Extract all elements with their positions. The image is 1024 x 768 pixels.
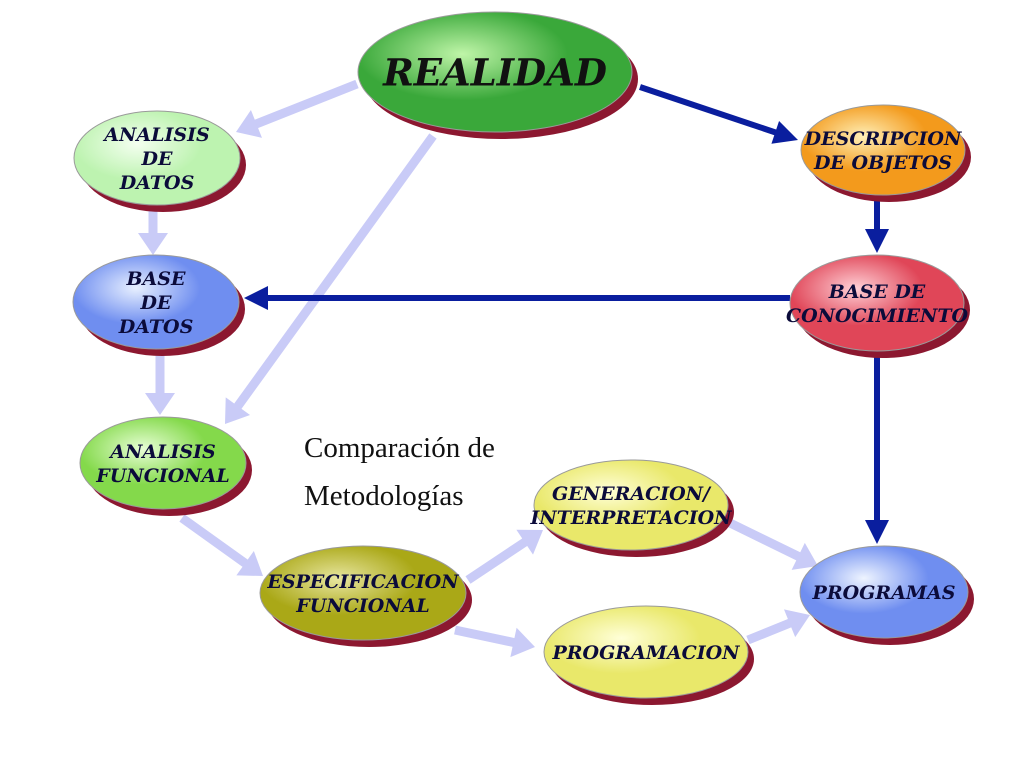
arrow-shaft [233, 133, 437, 411]
caption-line-2: Metodologías [304, 480, 464, 512]
node-ellipse [789, 254, 965, 352]
arrow-head [236, 109, 262, 138]
diagram-caption: Comparación de Metodologías [304, 424, 495, 520]
arrow-head [145, 393, 175, 415]
node-label: DE [141, 148, 173, 170]
arrow-generacion-interpretacion-to-programas [726, 517, 818, 570]
arrow-shaft [454, 625, 517, 648]
node-label: ANALISIS [102, 124, 209, 146]
arrow-analisis-funcional-to-especificacion-funcional [179, 514, 263, 576]
arrow-head [791, 542, 818, 570]
node-ellipse [800, 104, 966, 196]
arrow-shaft [726, 517, 803, 562]
arrow-head [516, 529, 543, 555]
node-label: REALIDAD [382, 50, 607, 94]
arrow-shaft [179, 514, 250, 569]
arrow-base-conocimiento-to-base-datos [244, 286, 790, 310]
node-label: FUNCIONAL [95, 465, 229, 487]
arrow-especificacion-funcional-to-generacion-interpretacion [465, 529, 543, 584]
arrow-head [783, 609, 810, 638]
node-ellipse [259, 545, 467, 641]
node-label: ANALISIS [108, 441, 215, 463]
arrow-shaft [746, 618, 794, 645]
node-generacion-interpretacion: GENERACION/INTERPRETACION [530, 459, 734, 557]
node-label: ESPECIFICACION [266, 571, 459, 593]
arrow-head [138, 233, 168, 255]
node-label: CONOCIMIENTO [786, 305, 969, 327]
node-ellipse [799, 545, 969, 639]
arrow-shaft [465, 537, 529, 584]
arrow-head [244, 286, 268, 310]
arrow-head [510, 627, 535, 658]
arrow-programacion-to-programas [746, 609, 810, 645]
arrow-base-conocimiento-to-programas [865, 354, 889, 544]
arrow-realidad-to-descripcion-objetos [639, 84, 798, 144]
node-realidad: REALIDAD [357, 11, 638, 139]
node-label: PROGRAMACION [551, 642, 740, 664]
arrow-realidad-to-analisis-datos [236, 79, 359, 138]
node-label: DATOS [118, 316, 194, 338]
arrow-base-datos-to-analisis-funcional [145, 350, 175, 415]
node-label: FUNCIONAL [295, 595, 429, 617]
node-label: DE OBJETOS [813, 152, 952, 174]
node-label: GENERACION/ [552, 483, 712, 505]
node-label: PROGRAMAS [812, 582, 956, 604]
arrow-shaft [252, 79, 359, 129]
node-label: BASE [125, 268, 186, 290]
node-label: DE [140, 292, 172, 314]
node-ellipse [73, 110, 241, 206]
arrow-head [236, 550, 263, 576]
node-ellipse [533, 459, 729, 551]
node-label: DATOS [119, 172, 195, 194]
arrow-realidad-to-analisis-funcional [225, 133, 437, 424]
arrow-shaft [639, 84, 779, 136]
arrow-especificacion-funcional-to-programacion [454, 625, 535, 658]
caption-line-1: Comparación de [304, 432, 495, 464]
node-ellipse [357, 11, 633, 133]
node-ellipse [72, 254, 240, 350]
edges-layer [138, 79, 889, 658]
node-programacion: PROGRAMACION [543, 605, 754, 705]
node-ellipse [79, 416, 247, 510]
node-label: INTERPRETACION [530, 507, 733, 529]
arrow-descripcion-objetos-to-base-conocimiento [865, 197, 889, 253]
node-label: DESCRIPCION [804, 128, 962, 150]
arrow-head [865, 229, 889, 253]
arrow-head [771, 120, 798, 144]
node-programas: PROGRAMAS [799, 545, 974, 645]
arrow-head [225, 397, 251, 424]
node-ellipse [543, 605, 749, 699]
arrow-head [865, 520, 889, 544]
arrow-analisis-datos-to-base-datos [138, 206, 168, 255]
node-label: BASE DE [828, 281, 926, 303]
